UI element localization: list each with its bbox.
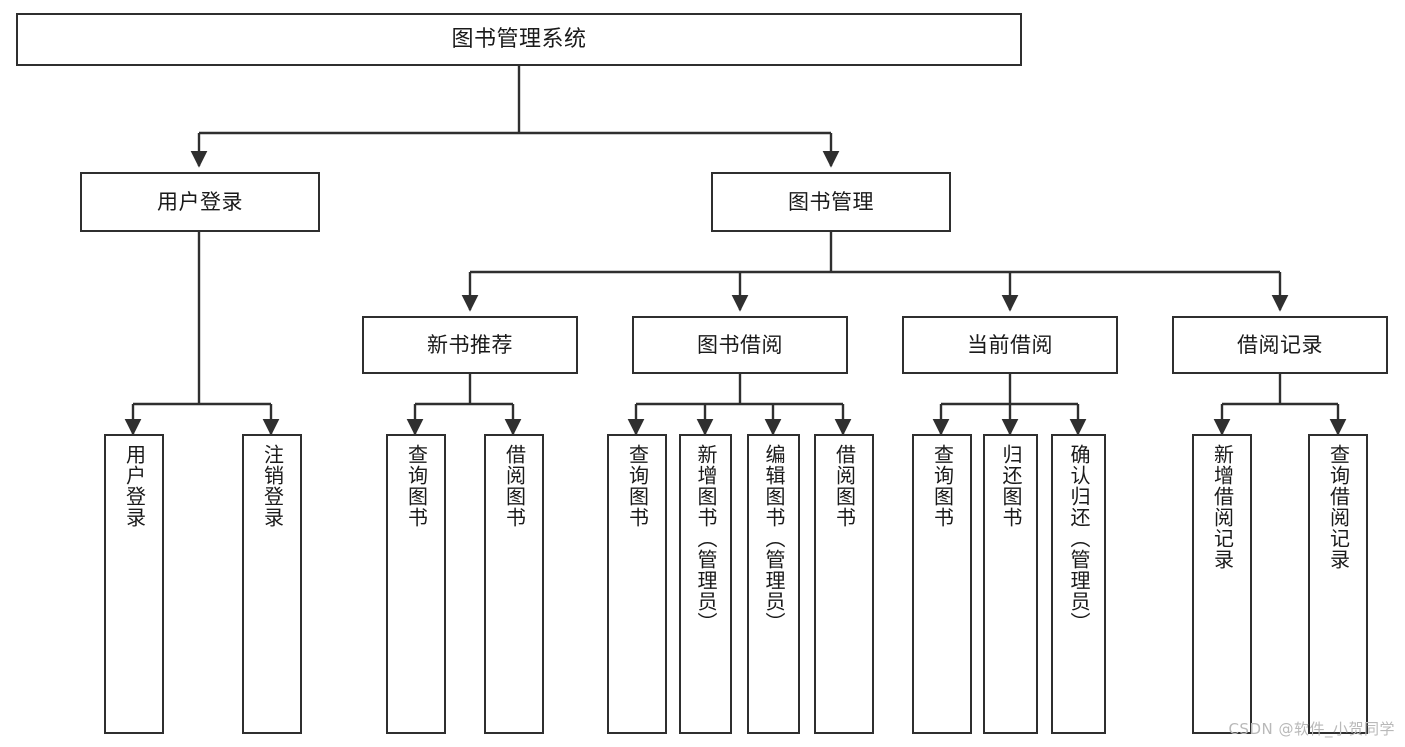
node-leaf-query-book-recommendation[interactable]: 查询图书: [386, 434, 446, 734]
node-new-book-recommendation[interactable]: 新书推荐: [362, 316, 578, 374]
node-label: 编辑图书（管理员）: [762, 444, 786, 633]
node-leaf-borrow-book-recommendation[interactable]: 借阅图书: [484, 434, 544, 734]
node-leaf-query-book-borrowing[interactable]: 查询图书: [607, 434, 667, 734]
node-leaf-confirm-return-admin[interactable]: 确认归还（管理员）: [1051, 434, 1106, 734]
node-label: 归还图书: [999, 444, 1023, 528]
node-leaf-add-book-admin[interactable]: 新增图书（管理员）: [679, 434, 732, 734]
node-label: 新书推荐: [427, 332, 513, 357]
node-leaf-query-borrowing-record[interactable]: 查询借阅记录: [1308, 434, 1368, 734]
node-label: 借阅图书: [832, 444, 857, 528]
node-label: 查询借阅记录: [1326, 444, 1351, 570]
node-label: 确认归还（管理员）: [1067, 444, 1091, 633]
node-book-borrowing[interactable]: 图书借阅: [632, 316, 848, 374]
node-label: 图书借阅: [697, 332, 783, 357]
node-label: 图书管理系统: [451, 26, 587, 52]
node-leaf-logout[interactable]: 注销登录: [242, 434, 302, 734]
node-label: 新增图书（管理员）: [694, 444, 718, 633]
node-label: 借阅记录: [1237, 332, 1323, 357]
node-current-borrowing[interactable]: 当前借阅: [902, 316, 1118, 374]
node-label: 图书管理: [788, 189, 874, 214]
node-label: 当前借阅: [967, 332, 1053, 357]
node-root-book-management-system[interactable]: 图书管理系统: [16, 13, 1022, 66]
node-label: 查询图书: [930, 444, 955, 528]
node-leaf-borrow-book[interactable]: 借阅图书: [814, 434, 874, 734]
node-leaf-add-borrowing-record[interactable]: 新增借阅记录: [1192, 434, 1252, 734]
node-leaf-edit-book-admin[interactable]: 编辑图书（管理员）: [747, 434, 800, 734]
node-label: 借阅图书: [502, 444, 527, 528]
node-label: 注销登录: [260, 444, 285, 528]
node-label: 查询图书: [404, 444, 429, 528]
node-leaf-return-book[interactable]: 归还图书: [983, 434, 1038, 734]
watermark-credit: CSDN @软件_小贺同学: [1228, 720, 1395, 738]
node-label: 查询图书: [625, 444, 650, 528]
node-leaf-query-book-current[interactable]: 查询图书: [912, 434, 972, 734]
node-label: 新增借阅记录: [1210, 444, 1235, 570]
node-book-management[interactable]: 图书管理: [711, 172, 951, 232]
node-leaf-user-login[interactable]: 用户登录: [104, 434, 164, 734]
node-label: 用户登录: [157, 189, 243, 214]
node-borrowing-records[interactable]: 借阅记录: [1172, 316, 1388, 374]
node-label: 用户登录: [122, 444, 147, 528]
node-user-login[interactable]: 用户登录: [80, 172, 320, 232]
